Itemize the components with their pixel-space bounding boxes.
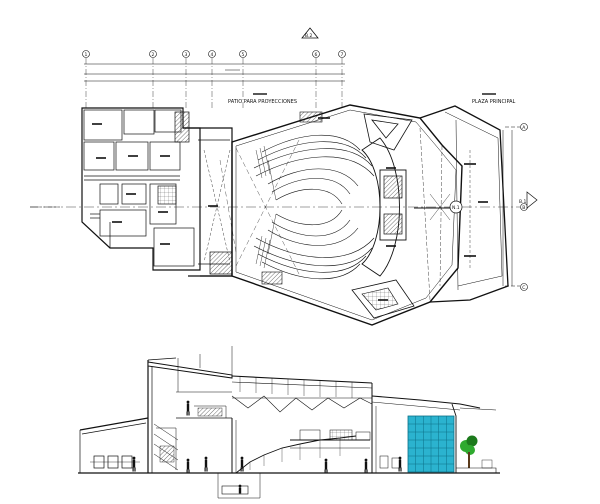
- lobby-block: [183, 127, 233, 277]
- entrance-foyer: N.1: [419, 105, 509, 303]
- grid-bubble-label: 1: [85, 52, 88, 58]
- grid-bubble-label: B: [522, 205, 525, 211]
- grid-bubble-label: A: [522, 125, 526, 131]
- tree-icon: [460, 435, 478, 468]
- grid-bubble-label: 5: [242, 52, 245, 58]
- seating-hatch: [255, 145, 271, 269]
- glass-curtain-wall: [407, 415, 455, 473]
- plaza-label: PLAZA PRINCIPAL: [472, 99, 516, 105]
- seating-rows: [253, 134, 375, 280]
- grid-bubbles-right: A B C: [520, 123, 528, 291]
- stage: [361, 137, 400, 277]
- grid-bubble-label: 7: [341, 52, 344, 58]
- north-mark-label: B.2: [305, 33, 313, 39]
- section-mark-right: B.1: [519, 191, 538, 209]
- section-entrance: [371, 395, 497, 473]
- scale-figures: [132, 400, 402, 494]
- grid-bubble-label: 3: [185, 52, 188, 58]
- section-left-volume: [79, 417, 149, 473]
- section-interior: [176, 405, 371, 499]
- grid-bubble-label: C: [522, 285, 525, 291]
- grid-bubble-label: 6: [315, 52, 318, 58]
- center-mark-label: N.1: [452, 205, 460, 211]
- grid-axes-top: [85, 58, 343, 110]
- north-mark: B.2: [301, 27, 319, 39]
- section-mark-right-label: B.1: [519, 199, 527, 205]
- service-wing: [81, 107, 201, 271]
- right-dimension-lines: [502, 126, 520, 287]
- top-dimension-lines: [84, 63, 345, 82]
- grid-bubbles-top: 1 2 3 4 5 6 7: [82, 50, 346, 58]
- building-section: [78, 346, 500, 499]
- patio-label: PATIO PARA PROYECCIONES: [228, 99, 297, 105]
- auditorium: [219, 104, 463, 326]
- section-stair-tower: [147, 357, 179, 473]
- grid-bubble-label: 2: [152, 52, 155, 58]
- section-main-roof: [147, 346, 373, 473]
- floor-plan: B.2 1 2 3 4 5: [30, 27, 538, 326]
- grid-bubble-label: 4: [211, 52, 214, 58]
